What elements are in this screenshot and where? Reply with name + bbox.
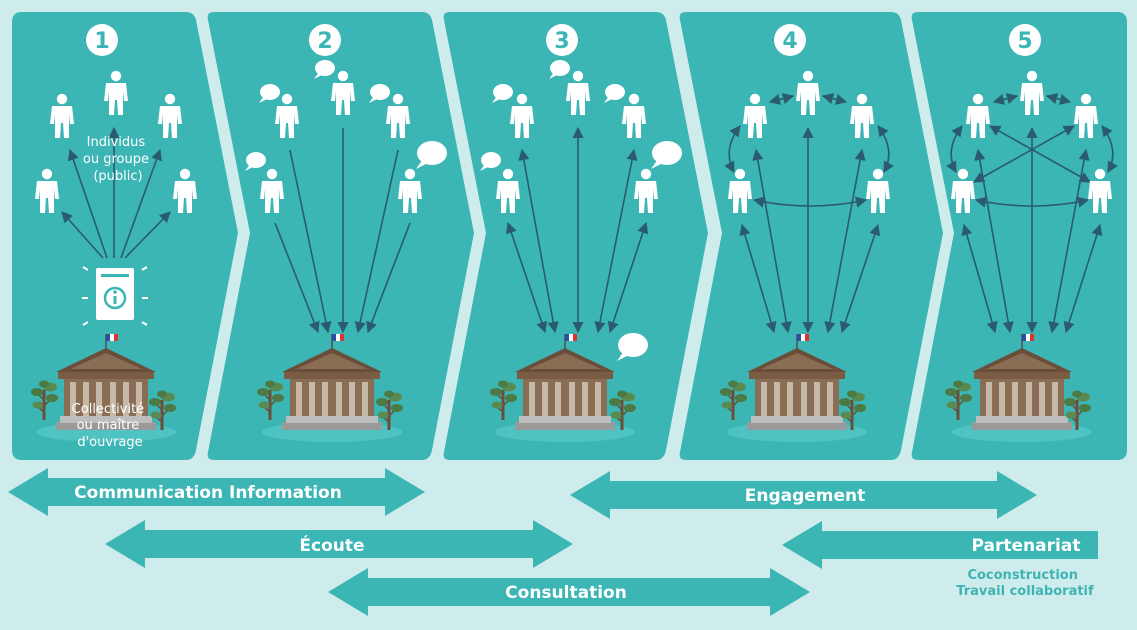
public-label: Individus ou groupe (public)	[83, 135, 153, 184]
stage-number-badge: 4	[774, 24, 806, 56]
authority-label: Collectivité ou maître d'ouvrage	[72, 402, 149, 450]
consultation-arrow: Consultation	[328, 568, 810, 616]
engagement-arrow: Engagement	[570, 471, 1037, 519]
communication-label: Communication Information	[74, 483, 342, 503]
ecoute-arrow: Écoute	[105, 520, 573, 568]
stage-5-panel	[911, 12, 1127, 460]
info-document-icon	[82, 266, 148, 340]
stage-3-arrows	[505, 126, 649, 334]
stage-2-arrows	[274, 128, 411, 334]
stage-number: 2	[317, 29, 332, 54]
consultation-label: Consultation	[505, 583, 627, 603]
stage-5-arrows	[946, 93, 1118, 334]
partenariat-arrow: Partenariat	[782, 521, 1098, 569]
engagement-label: Engagement	[745, 486, 866, 506]
stage-number: 4	[782, 29, 797, 54]
ecoute-label: Écoute	[299, 534, 364, 556]
stage-number: 1	[94, 29, 109, 54]
stage-number-badge: 1	[86, 24, 118, 56]
partenariat-sublabel: Coconstruction Travail collaboratif	[956, 568, 1094, 599]
stage-1-arrows	[61, 126, 171, 259]
stage-number: 3	[554, 29, 569, 54]
partenariat-label: Partenariat	[972, 536, 1081, 556]
stage-number-badge: 2	[309, 24, 341, 56]
communication-arrow: Communication Information	[8, 468, 425, 516]
stage-number: 5	[1017, 29, 1032, 54]
stage-number-badge: 3	[546, 24, 578, 56]
stage-4-arrows	[724, 93, 894, 334]
stage-number-badge: 5	[1009, 24, 1041, 56]
